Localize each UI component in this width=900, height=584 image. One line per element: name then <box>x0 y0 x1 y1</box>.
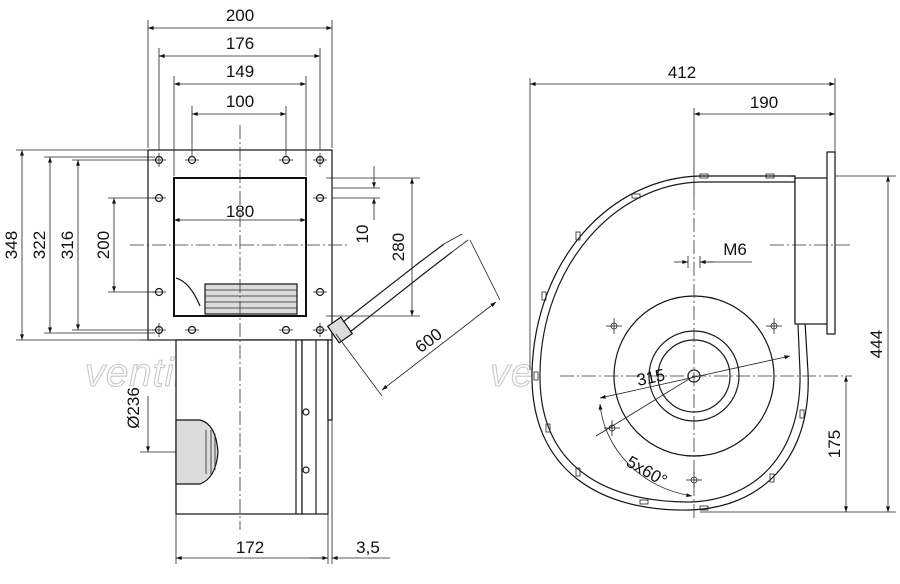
dim-thread: M6 <box>723 240 747 259</box>
outlet-flange-side <box>794 177 830 325</box>
dim-offset: 3,5 <box>356 538 380 557</box>
dim-flange-thickness: 10 <box>353 225 372 244</box>
dim-height-holes-inner: 316 <box>58 231 77 259</box>
dim-opening-width: 180 <box>226 202 254 221</box>
dim-height-overall: 348 <box>2 231 21 259</box>
dim-outlet-offset: 190 <box>750 93 778 112</box>
dim-holes-center: 100 <box>226 92 254 111</box>
dim-holes-outer: 176 <box>226 34 254 53</box>
motor-cap <box>175 419 219 485</box>
side-view: 412 190 M6 315 5x60° 444 175 <box>529 63 896 520</box>
dim-diameter: Ø236 <box>124 387 143 429</box>
impeller-blades <box>204 283 298 315</box>
dim-motor-length: 172 <box>236 538 264 557</box>
dim-width-overall: 200 <box>226 6 254 25</box>
dim-height-opening: 200 <box>94 231 113 259</box>
dim-outlet-height: 280 <box>389 233 408 261</box>
dim-height-holes-outer: 322 <box>30 231 49 259</box>
dim-holes-inner: 149 <box>226 62 254 81</box>
dim-cable-length: 600 <box>412 324 446 356</box>
dim-side-height: 444 <box>867 330 886 358</box>
front-view: 200 176 149 100 180 348 322 316 200 10 2… <box>2 6 501 564</box>
dim-axis-height: 175 <box>825 430 844 458</box>
flange-holes <box>152 153 327 337</box>
dim-side-width: 412 <box>668 63 696 82</box>
